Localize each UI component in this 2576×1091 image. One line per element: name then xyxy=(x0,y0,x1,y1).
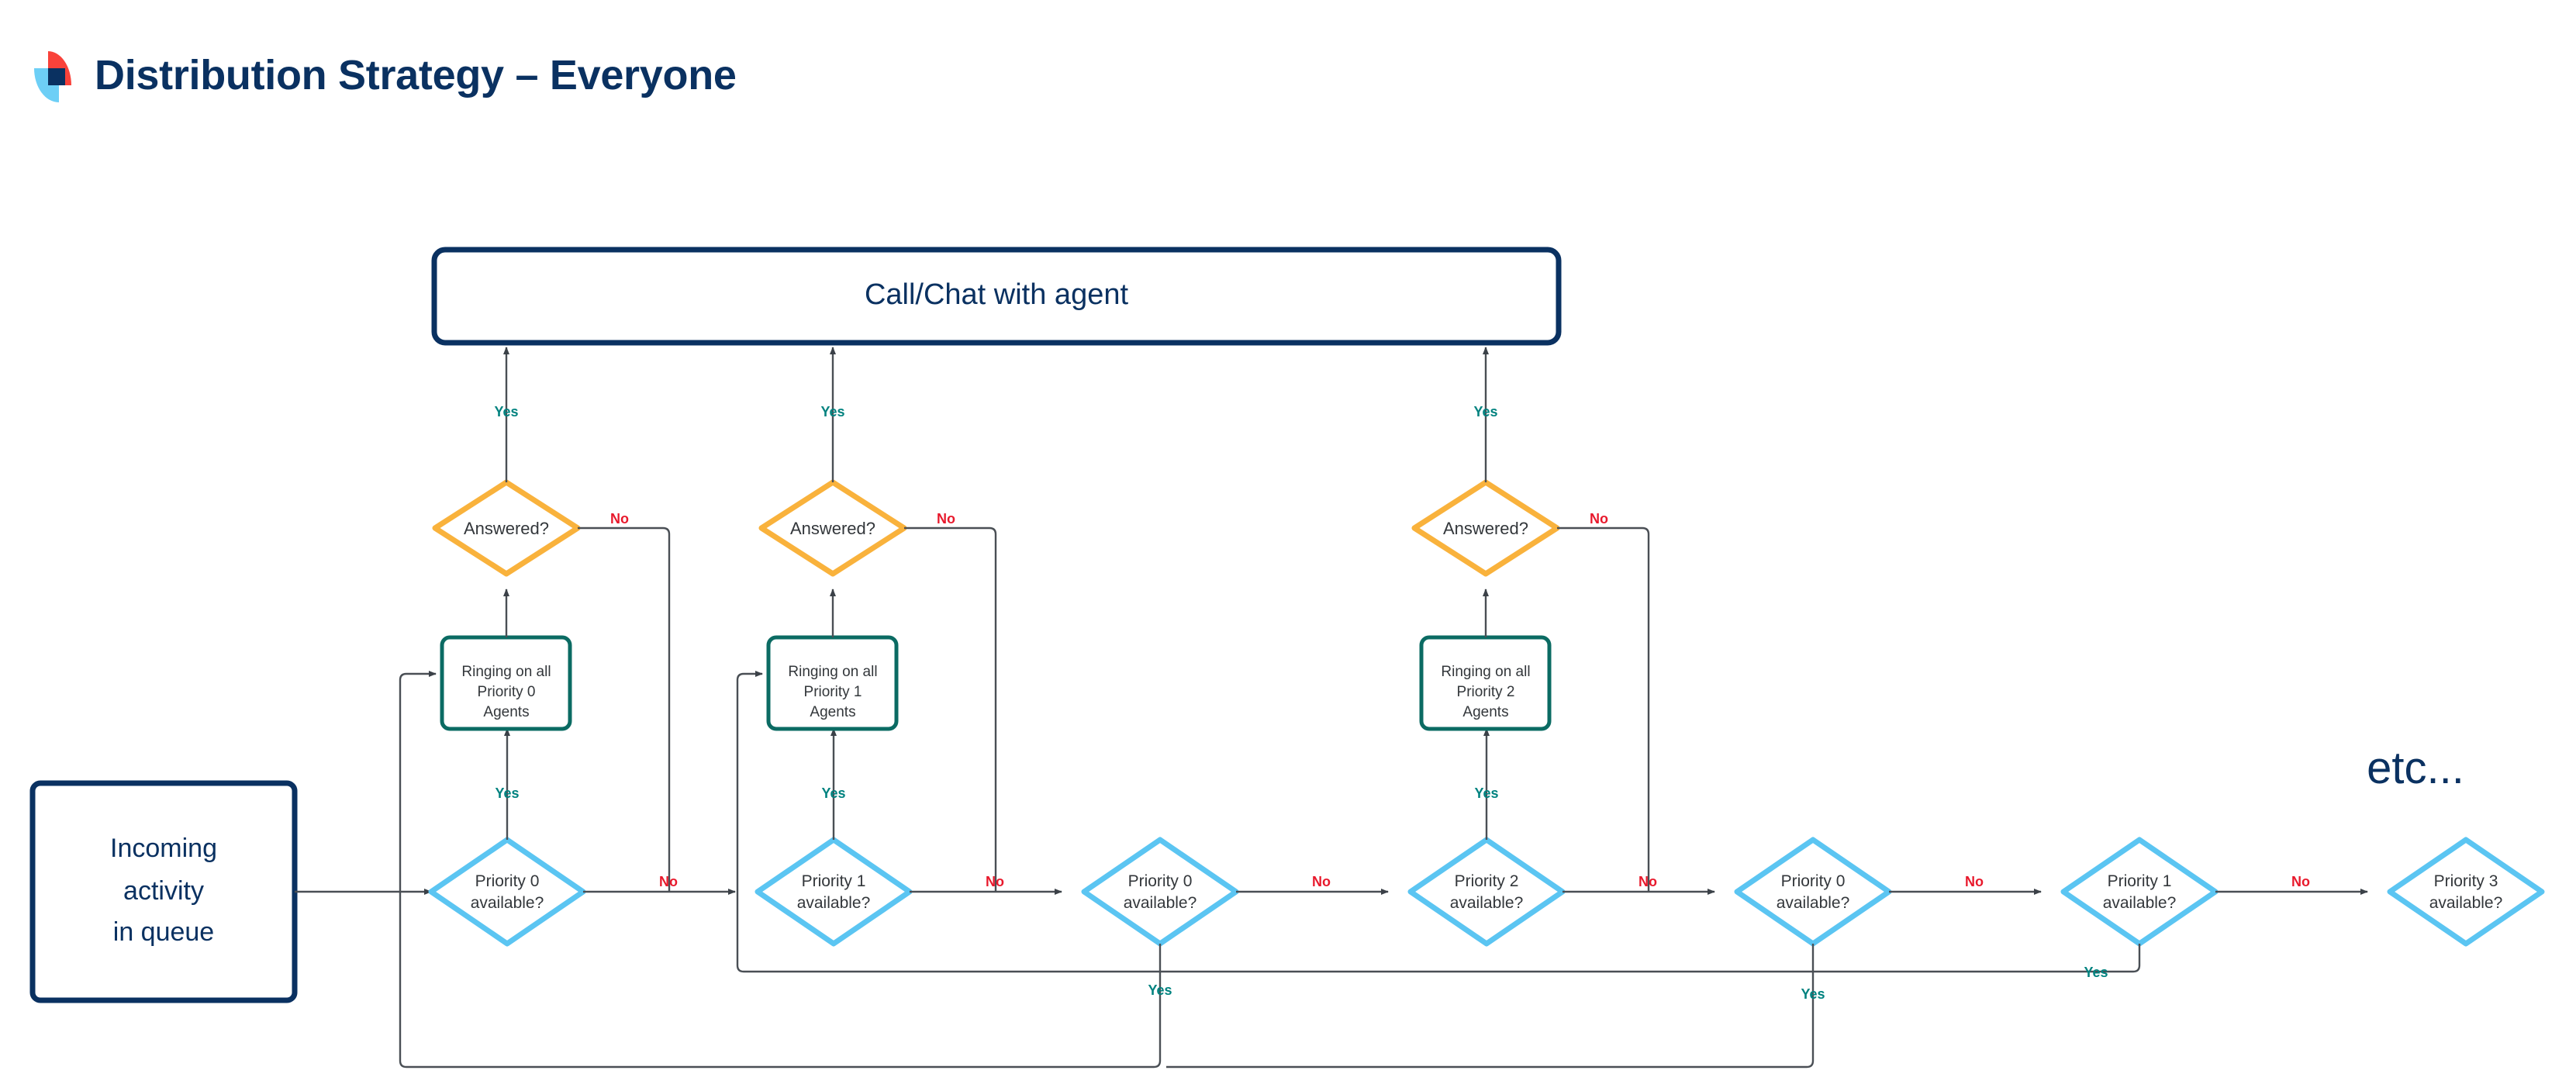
d3-line-2: available? xyxy=(1124,894,1197,912)
edge-a2-no xyxy=(904,527,997,892)
d6-line-2: available? xyxy=(2103,894,2177,912)
label-no-a1: No xyxy=(610,511,629,527)
incoming-activity-node: Incoming activity in queue xyxy=(29,780,298,1003)
ringing-box-r3: Ringing on all Priority 2 Agents xyxy=(1419,635,1552,731)
label-no-a3: No xyxy=(1590,511,1608,527)
label-no-d3: No xyxy=(1312,874,1331,889)
label-no-d4: No xyxy=(1638,874,1657,889)
answered-diamond-a3: Answered? xyxy=(1411,479,1560,577)
decision-d3: Priority 0 available? xyxy=(1081,837,1239,947)
label-no-d6: No xyxy=(2291,874,2310,889)
incoming-line-1: Incoming xyxy=(110,834,217,863)
decision-d7: Priority 3 available? xyxy=(2387,837,2545,947)
a3-label: Answered? xyxy=(1443,519,1528,538)
d7-line-2: available? xyxy=(2429,894,2503,912)
d6-line-1: Priority 1 xyxy=(2108,872,2172,890)
incoming-line-2: activity xyxy=(123,876,204,906)
logo-navy-square xyxy=(48,68,65,85)
r2-line-1: Ringing on all xyxy=(788,664,877,680)
label-yes-d3: Yes xyxy=(1148,982,1172,998)
edge-a1-no xyxy=(578,527,671,892)
page-title: Distribution Strategy – Everyone xyxy=(95,52,737,98)
answered-diamond-a1: Answered? xyxy=(432,479,581,577)
decision-d5: Priority 0 available? xyxy=(1734,837,1892,947)
d7-line-1: Priority 3 xyxy=(2434,872,2498,890)
edge-d3-yes-to-r1 xyxy=(399,671,1162,1069)
label-yes-a3: Yes xyxy=(1473,404,1497,419)
a1-label: Answered? xyxy=(464,519,549,538)
decision-d6: Priority 1 available? xyxy=(2060,837,2219,947)
d1-line-1: Priority 0 xyxy=(475,872,540,890)
call-chat-with-agent-node: Call/Chat with agent xyxy=(431,247,1562,346)
label-no-d1: No xyxy=(659,874,678,889)
r1-line-3: Agents xyxy=(483,704,529,720)
d5-line-2: available? xyxy=(1777,894,1850,912)
d5-line-1: Priority 0 xyxy=(1781,872,1846,890)
label-no-d5: No xyxy=(1965,874,1984,889)
label-yes-d4: Yes xyxy=(1474,785,1498,801)
edge-d5-yes-to-r1-trunk xyxy=(1166,944,1815,1069)
brand-logo-icon xyxy=(31,48,74,102)
label-yes-d5: Yes xyxy=(1801,986,1825,1002)
label-yes-a2: Yes xyxy=(820,404,844,419)
answered-diamond-a2: Answered? xyxy=(758,479,907,577)
a2-label: Answered? xyxy=(790,519,875,538)
page-header: Distribution Strategy – Everyone xyxy=(31,48,737,102)
label-yes-d1: Yes xyxy=(495,785,519,801)
label-no-d2: No xyxy=(986,874,1004,889)
decision-d2: Priority 1 available? xyxy=(754,837,913,947)
r1-line-2: Priority 0 xyxy=(478,684,536,700)
ringing-box-r2: Ringing on all Priority 1 Agents xyxy=(766,635,899,731)
d4-line-2: available? xyxy=(1450,894,1524,912)
ringing-box-r1: Ringing on all Priority 0 Agents xyxy=(440,635,572,731)
r3-line-3: Agents xyxy=(1462,704,1508,720)
call-chat-label: Call/Chat with agent xyxy=(865,278,1129,311)
label-no-a2: No xyxy=(937,511,955,527)
etc-label: etc... xyxy=(2367,743,2464,793)
d2-line-1: Priority 1 xyxy=(802,872,866,890)
label-yes-a1: Yes xyxy=(494,404,518,419)
incoming-line-3: in queue xyxy=(113,917,214,947)
d4-line-1: Priority 2 xyxy=(1455,872,1519,890)
r1-line-1: Ringing on all xyxy=(461,664,551,680)
edge-a3-no xyxy=(1557,527,1650,892)
decision-d1: Priority 0 available? xyxy=(428,837,586,947)
r3-line-2: Priority 2 xyxy=(1457,684,1515,700)
d1-line-2: available? xyxy=(471,894,544,912)
label-yes-d6: Yes xyxy=(2084,965,2108,980)
decision-d4: Priority 2 available? xyxy=(1407,837,1566,947)
r2-line-3: Agents xyxy=(810,704,855,720)
r3-line-1: Ringing on all xyxy=(1441,664,1530,680)
r2-line-2: Priority 1 xyxy=(804,684,862,700)
d2-line-2: available? xyxy=(797,894,871,912)
label-yes-d2: Yes xyxy=(821,785,845,801)
edge-d6-yes-to-r2 xyxy=(736,671,2141,973)
d3-line-1: Priority 0 xyxy=(1128,872,1193,890)
